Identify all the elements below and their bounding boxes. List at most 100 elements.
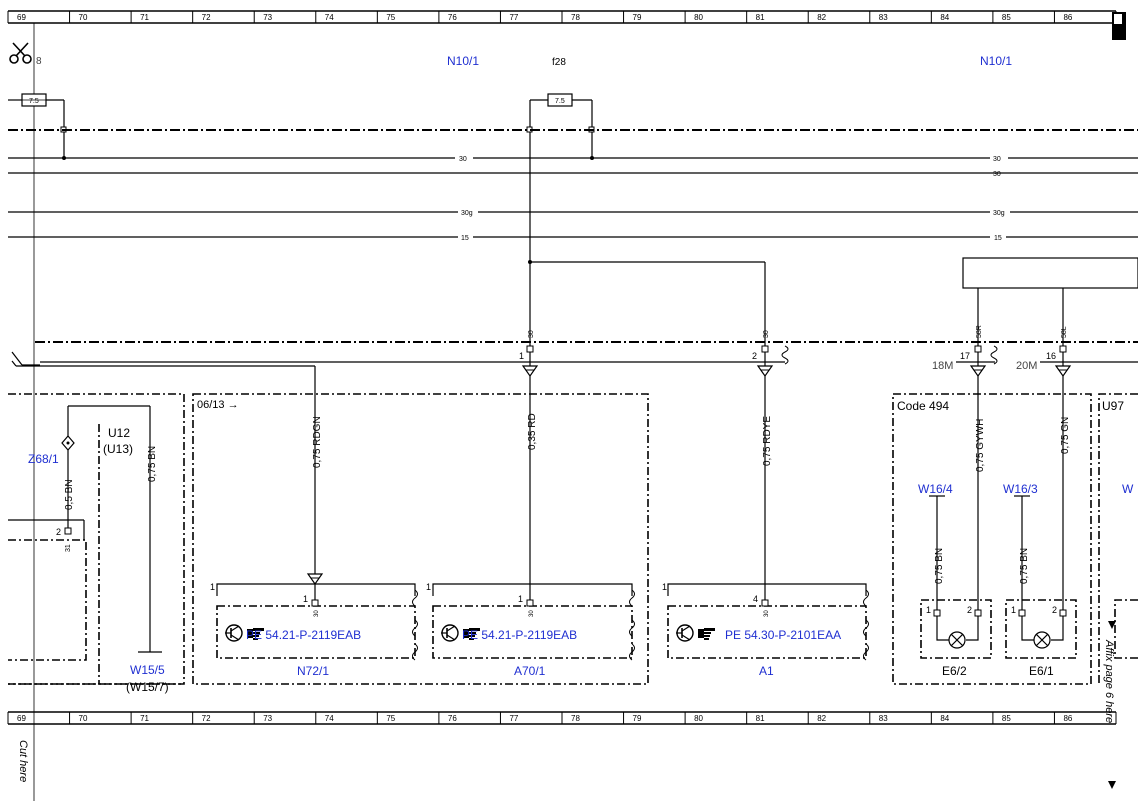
- triangle-down-icon: [1108, 781, 1116, 789]
- svg-text:30: 30: [459, 156, 467, 163]
- w16-3-label[interactable]: W16/3: [1003, 482, 1038, 496]
- svg-text:2: 2: [56, 527, 61, 537]
- u13-label: (U13): [103, 442, 133, 456]
- ruler-cell: 79: [633, 714, 642, 723]
- pe-link-n72[interactable]: PE 54.21-P-2119EAB: [246, 628, 361, 642]
- transistor-icon: [676, 624, 694, 642]
- svg-text:58L: 58L: [1061, 326, 1068, 338]
- svg-text:0,5 BN: 0,5 BN: [64, 479, 75, 510]
- svg-text:0,75 BN: 0,75 BN: [934, 548, 945, 584]
- ruler-cell: 70: [79, 13, 88, 22]
- ruler-cell: 75: [386, 13, 395, 22]
- svg-text:58R: 58R: [976, 325, 983, 338]
- affix-page-label: Affix page 6 here: [1103, 639, 1115, 723]
- ruler-cell: 77: [509, 13, 518, 22]
- ruler-cell: 79: [633, 13, 642, 22]
- svg-text:30: 30: [993, 171, 1001, 178]
- ruler-cell: 69: [17, 13, 26, 22]
- svg-text:30g: 30g: [461, 210, 473, 217]
- pe-link-a70[interactable]: PE 54.21-P-2119EAB: [462, 628, 577, 642]
- svg-text:1: 1: [1011, 605, 1016, 615]
- ruler-cell: 81: [756, 714, 765, 723]
- a70-label[interactable]: A70/1: [514, 664, 546, 678]
- svg-text:15: 15: [461, 235, 469, 242]
- svg-text:2: 2: [752, 351, 757, 361]
- fuse-f28: 7.5: [529, 93, 593, 350]
- corner-tab-icon: [1112, 12, 1126, 40]
- svg-text:31: 31: [65, 544, 72, 552]
- ruler-cell: 83: [879, 13, 888, 22]
- ruler-cell: 72: [202, 714, 211, 723]
- e6-1-label: E6/1: [1029, 664, 1054, 678]
- ruler-cell: 80: [694, 714, 703, 723]
- triangle-down-icon: [1108, 621, 1116, 629]
- svg-text:2: 2: [1052, 605, 1057, 615]
- date-ref: 06/13 →: [197, 399, 239, 411]
- ruler-cell: 78: [571, 13, 580, 22]
- ruler-cell: 85: [1002, 13, 1011, 22]
- pointing-hand-icon: [247, 628, 264, 640]
- svg-text:1: 1: [426, 582, 431, 592]
- connector-triangle: [1054, 365, 1072, 378]
- connector-triangle: [756, 365, 774, 378]
- ruler-cell: 80: [694, 13, 703, 22]
- ruler-cell: 86: [1063, 714, 1072, 723]
- svg-text:W: W: [1122, 482, 1134, 496]
- ruler-cell: 74: [325, 13, 334, 22]
- a1-label[interactable]: A1: [759, 664, 774, 678]
- pointing-hand-icon: [698, 628, 715, 640]
- ruler-cell: 82: [817, 13, 826, 22]
- svg-text:20M: 20M: [1016, 360, 1037, 372]
- ruler-cell: 76: [448, 13, 457, 22]
- w15-5-label[interactable]: W15/5: [130, 663, 165, 677]
- ruler-cell: 85: [1002, 714, 1011, 723]
- ruler-cell: 81: [756, 13, 765, 22]
- ruler-cell: 83: [879, 714, 888, 723]
- transistor-icon: [225, 624, 243, 642]
- svg-text:1: 1: [662, 582, 667, 592]
- pointing-hand-icon: [463, 628, 480, 640]
- n10-left-label[interactable]: N10/1: [447, 54, 479, 68]
- scissors-icon: [9, 42, 32, 64]
- svg-text:0,75 RDYE: 0,75 RDYE: [762, 416, 773, 466]
- ruler-cell: 84: [940, 13, 949, 22]
- svg-text:0,75 GN: 0,75 GN: [1060, 417, 1071, 454]
- ruler-cell: 71: [140, 714, 149, 723]
- fuse-number: 8: [36, 56, 42, 67]
- svg-text:0,75 BN: 0,75 BN: [1019, 548, 1030, 584]
- ruler-cell: 70: [79, 714, 88, 723]
- svg-text:1: 1: [519, 351, 524, 361]
- fuse-left: 7.5: [8, 93, 65, 158]
- lamp-icon: [948, 631, 966, 649]
- ruler-cell: 72: [202, 13, 211, 22]
- n72-label[interactable]: N72/1: [297, 664, 329, 678]
- ruler-cell: 75: [386, 714, 395, 723]
- svg-text:7.5: 7.5: [29, 98, 39, 105]
- svg-text:30g: 30g: [993, 210, 1005, 217]
- connector-triangle: [306, 573, 324, 586]
- pe-link-a1[interactable]: PE 54.30-P-2101EAA: [725, 628, 841, 642]
- svg-text:30: 30: [528, 330, 535, 338]
- svg-text:0,35 RD: 0,35 RD: [527, 413, 538, 450]
- z68-label[interactable]: Z68/1: [28, 452, 59, 466]
- svg-text:18M: 18M: [932, 360, 953, 372]
- svg-text:4: 4: [753, 594, 758, 604]
- code-494-label: Code 494: [897, 399, 949, 413]
- u97-label: U97: [1102, 399, 1124, 413]
- ruler-cell: 84: [940, 714, 949, 723]
- svg-text:17: 17: [960, 351, 970, 361]
- w16-4-label[interactable]: W16/4: [918, 482, 953, 496]
- svg-text:30: 30: [763, 330, 770, 338]
- svg-text:30: 30: [993, 156, 1001, 163]
- ruler-cell: 86: [1063, 13, 1072, 22]
- svg-text:1: 1: [926, 605, 931, 615]
- svg-text:2: 2: [967, 605, 972, 615]
- n10-right-label[interactable]: N10/1: [980, 54, 1012, 68]
- u12-label: U12: [108, 426, 130, 440]
- svg-text:0,75 GYWH: 0,75 GYWH: [975, 419, 986, 472]
- w15-7-label: (W15/7): [126, 680, 169, 694]
- lamp-icon: [1033, 631, 1051, 649]
- svg-text:30: 30: [764, 610, 770, 617]
